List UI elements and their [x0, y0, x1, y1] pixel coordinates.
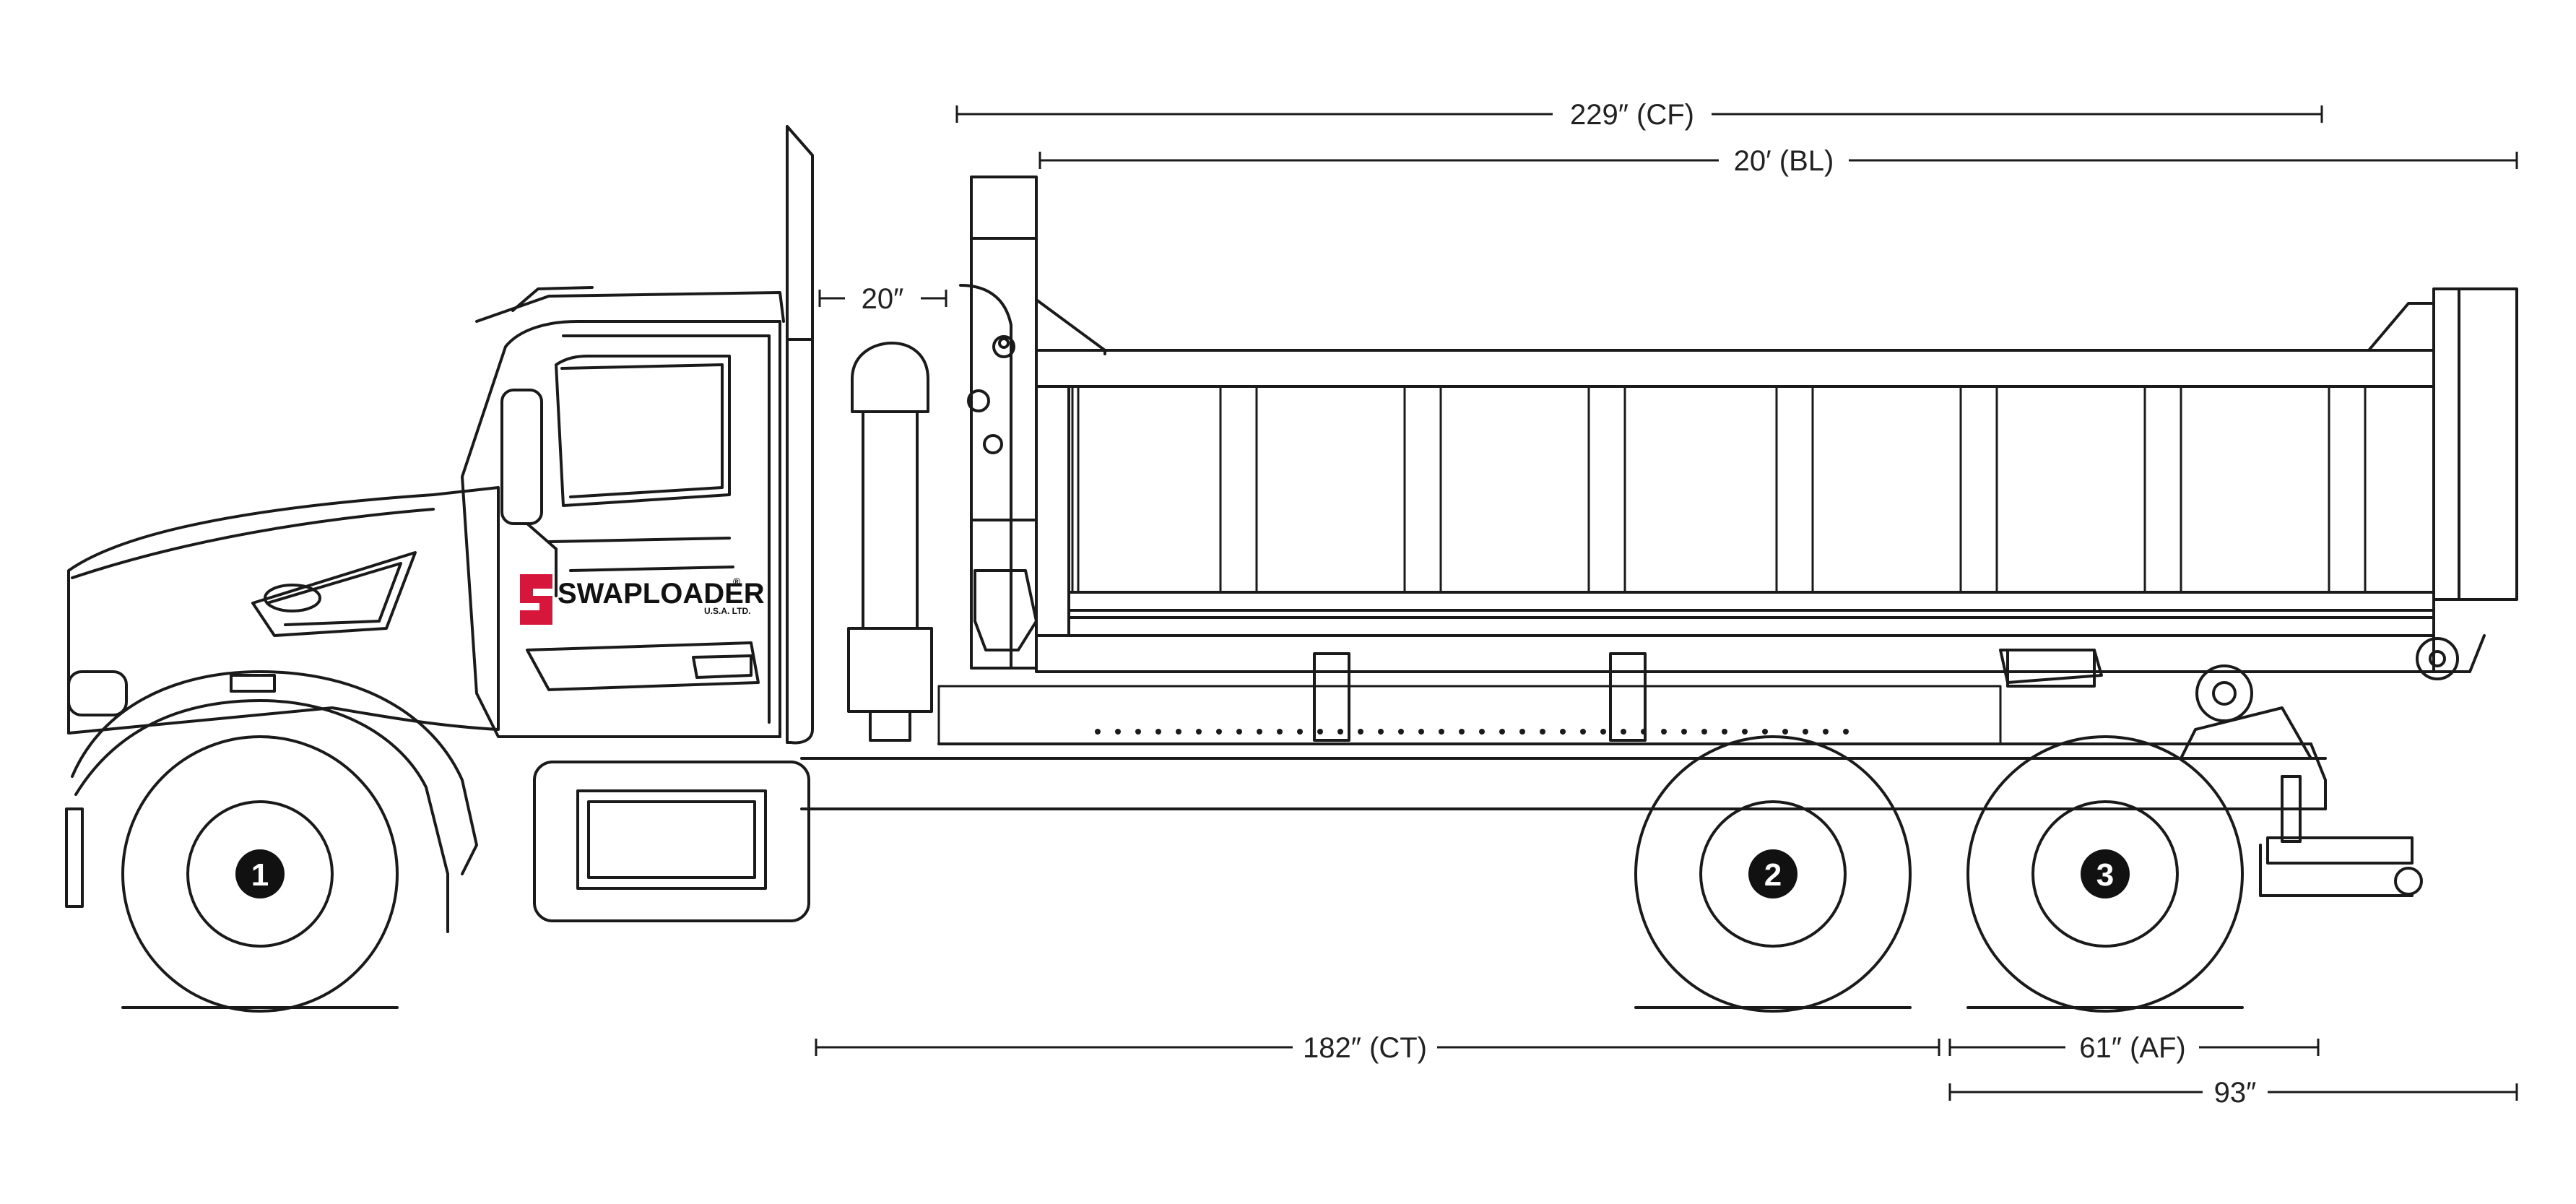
rivet: [1459, 729, 1465, 735]
rivet: [1378, 729, 1384, 735]
rivet: [1155, 729, 1161, 735]
subframe-details: [1313, 649, 2312, 760]
dimension-stack-gap-label: 20″: [862, 283, 904, 315]
rivet: [1681, 729, 1687, 735]
rivet: [1358, 729, 1363, 735]
rivet: [1176, 729, 1181, 735]
rear-wheel-2: [1966, 735, 2244, 1013]
rivet: [1519, 729, 1525, 735]
rivet: [1095, 729, 1101, 735]
rivet: [1499, 729, 1505, 735]
dimension-af: [1948, 1039, 2320, 1056]
dimension-cf: [955, 105, 2323, 123]
axle-badge-1: 1: [235, 849, 285, 898]
rivet: [1762, 729, 1768, 735]
front-wheel: [121, 735, 399, 1013]
fuel-tank: [533, 761, 810, 922]
rivet: [1560, 729, 1566, 735]
rivet: [1196, 729, 1202, 735]
frame-rivets: [1095, 729, 1849, 735]
dimension-cf-label: 229″ (CF): [1570, 99, 1694, 131]
axle-badge-3: 3: [2081, 849, 2130, 898]
rivet: [1722, 729, 1727, 735]
dimension-bl-label: 20′ (BL): [1734, 145, 1834, 177]
rear-wheel-1: [1634, 735, 1912, 1013]
rivet: [1621, 729, 1626, 735]
dump-body: [1035, 287, 2518, 680]
swaploader-logo: SWAPLOADER ® U.S.A. LTD.: [520, 574, 765, 625]
chassis-frame: [800, 685, 2327, 810]
dimension-bl: [1038, 152, 2518, 169]
rivet: [1661, 729, 1667, 735]
dimension-ct: [815, 1039, 1940, 1056]
axle-number: 1: [251, 857, 269, 893]
axle-badge-2: 2: [1748, 849, 1797, 898]
dimension-af-label: 61″ (AF): [2079, 1032, 2186, 1064]
rivet: [1641, 729, 1647, 735]
rivet: [1823, 729, 1829, 735]
rivet: [1398, 729, 1404, 735]
rivet: [1439, 729, 1444, 735]
rivet: [1600, 729, 1606, 735]
rivet: [1135, 729, 1141, 735]
rivet: [1216, 729, 1222, 735]
rivet: [1277, 729, 1283, 735]
logo-registered: ®: [733, 576, 741, 587]
exhaust-stack: [786, 125, 814, 745]
rivet: [1257, 729, 1262, 735]
rivet: [1782, 729, 1788, 735]
rivet: [1803, 729, 1808, 735]
rivet: [1580, 729, 1586, 735]
hoist-tower: [959, 176, 1038, 670]
rivet: [1317, 729, 1323, 735]
rivet: [1701, 729, 1707, 735]
rivet: [1479, 729, 1485, 735]
logo-tagline: U.S.A. LTD.: [704, 606, 750, 616]
rivet: [1236, 729, 1242, 735]
axle-number: 3: [2096, 857, 2114, 893]
air-canister: [847, 342, 933, 742]
rivet: [1418, 729, 1424, 735]
rivet: [1742, 729, 1748, 735]
dimension-overhang-label: 93″: [2214, 1077, 2257, 1109]
rivet: [1115, 729, 1121, 735]
rivet: [1337, 729, 1343, 735]
logo-mark-icon: [520, 574, 552, 625]
dimension-ct-label: 182″ (CT): [1303, 1032, 1427, 1064]
dimension-overhang: [1948, 1083, 2518, 1101]
rivet: [1843, 729, 1849, 735]
truck-cab: [65, 286, 785, 933]
rivet: [1540, 729, 1545, 735]
logo-wordmark: SWAPLOADER: [558, 578, 765, 610]
rivet: [1297, 729, 1303, 735]
dimension-stack-gap: [818, 290, 947, 307]
pintle-hitch: [2259, 742, 2423, 897]
axle-number: 2: [1764, 857, 1782, 893]
